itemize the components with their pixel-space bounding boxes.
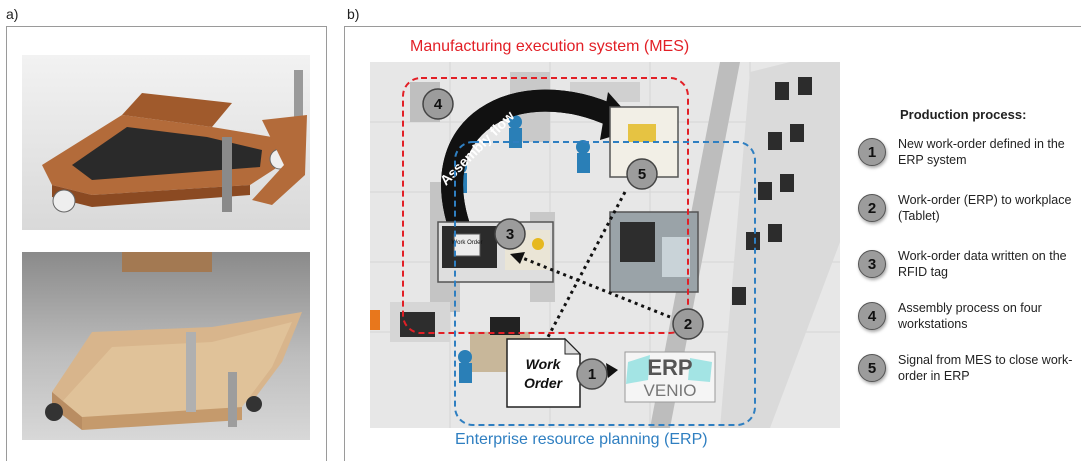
- step-text-2: Work-order (ERP) to workplace (Tablet): [898, 193, 1072, 223]
- step-text-3: Work-order data written on the RFID tag: [898, 249, 1067, 279]
- legend-title: Production process:: [900, 107, 1027, 122]
- panel-b-label: b): [347, 6, 360, 22]
- mes-label: Manufacturing execution system (MES): [410, 38, 690, 55]
- marker-3: 3: [506, 226, 514, 243]
- factory-layout-image: Assembly flow Work Order Work Order ERP: [370, 62, 840, 428]
- step-number-2: 2: [858, 194, 886, 222]
- panel-b-frame: [344, 26, 1081, 461]
- legend-step: 1 New work-order defined in the ERP syst…: [858, 136, 1081, 168]
- erp-logo-top: ERP: [647, 355, 692, 380]
- cad-render-image: [22, 55, 310, 230]
- step-text-5: Signal from MES to close work-order in E…: [898, 353, 1073, 383]
- erp-label: Enterprise resource planning (ERP): [455, 431, 708, 448]
- work-order-line1: Work: [526, 356, 562, 372]
- step-number-3: 3: [858, 250, 886, 278]
- step-number-4: 4: [858, 302, 886, 330]
- step-text-4: Assembly process on four workstations: [898, 301, 1042, 331]
- step-number-5: 5: [858, 354, 886, 382]
- legend-step: 2 Work-order (ERP) to workplace (Tablet): [858, 192, 1081, 224]
- work-order-line2: Order: [524, 375, 564, 391]
- marker-5: 5: [638, 166, 646, 183]
- marker-2: 2: [684, 316, 692, 333]
- panel-a-label: a): [6, 6, 19, 22]
- cart-photo-image: [22, 252, 310, 440]
- step-text-1: New work-order defined in the ERP system: [898, 137, 1065, 167]
- step-number-1: 1: [858, 138, 886, 166]
- tablet-card-text: Work Order: [452, 240, 483, 246]
- legend-step: 5 Signal from MES to close work-order in…: [858, 352, 1081, 384]
- panel-a-frame: [6, 26, 327, 461]
- marker-4: 4: [434, 96, 443, 113]
- legend-step: 4 Assembly process on four workstations: [858, 300, 1081, 332]
- marker-1: 1: [588, 366, 596, 383]
- erp-logo-bottom: VENIO: [644, 381, 697, 400]
- legend-step: 3 Work-order data written on the RFID ta…: [858, 248, 1081, 280]
